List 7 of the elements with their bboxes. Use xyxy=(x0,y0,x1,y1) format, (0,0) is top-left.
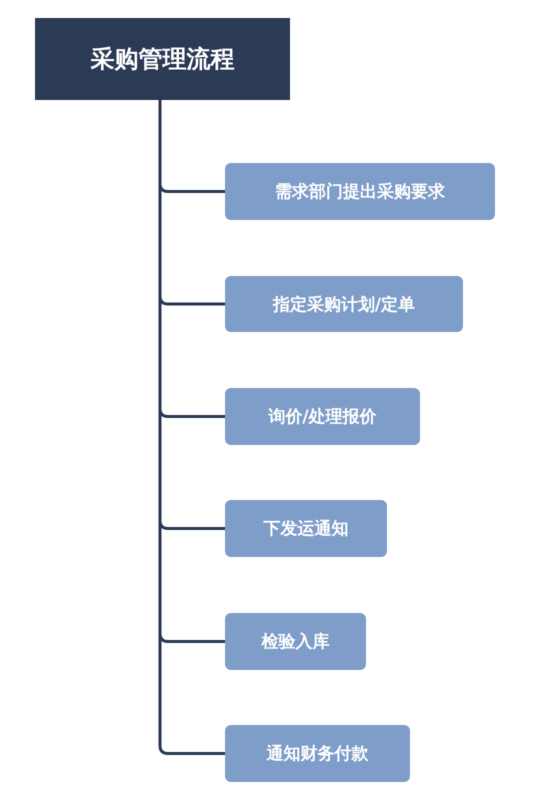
process-box: 需求部门提出采购要求 xyxy=(225,163,495,220)
process-box: 检验入库 xyxy=(225,613,366,670)
process-box: 通知财务付款 xyxy=(225,725,410,782)
process-box: 询价/处理报价 xyxy=(225,388,420,445)
process-box: 指定采购计划/定单 xyxy=(225,276,463,332)
process-box: 下发运通知 xyxy=(225,500,387,557)
title-box: 采购管理流程 xyxy=(35,18,290,100)
